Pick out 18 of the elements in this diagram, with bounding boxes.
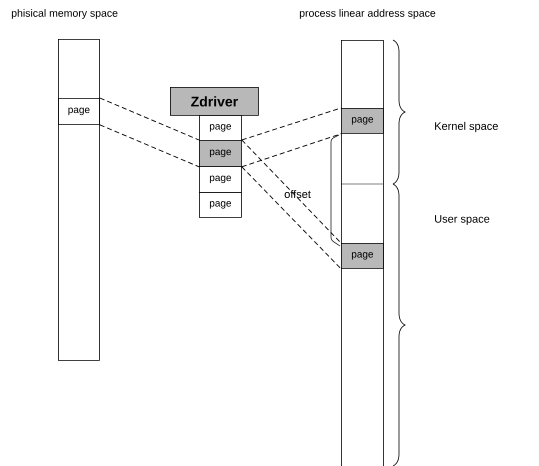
page-box: page (341, 242, 384, 269)
column-heading: process linear address space (300, 9, 436, 19)
dashed-line (99, 124, 200, 168)
dashed-line (99, 98, 200, 140)
offset-label: offset (284, 190, 311, 198)
page-box: page (199, 192, 242, 218)
dashed-line (241, 140, 342, 244)
dashed-line (241, 133, 342, 168)
region-label: User space (435, 215, 490, 225)
region-label: Kernel space (435, 122, 498, 132)
dashed-line (241, 108, 342, 140)
page-box: page (199, 140, 242, 167)
page-box: page (58, 98, 100, 125)
page-box: page (341, 108, 384, 134)
page-box: page (199, 166, 242, 193)
driver-box: Zdriver (170, 87, 259, 116)
dashed-line (241, 166, 342, 270)
column-heading: phisical memory space (12, 9, 118, 19)
